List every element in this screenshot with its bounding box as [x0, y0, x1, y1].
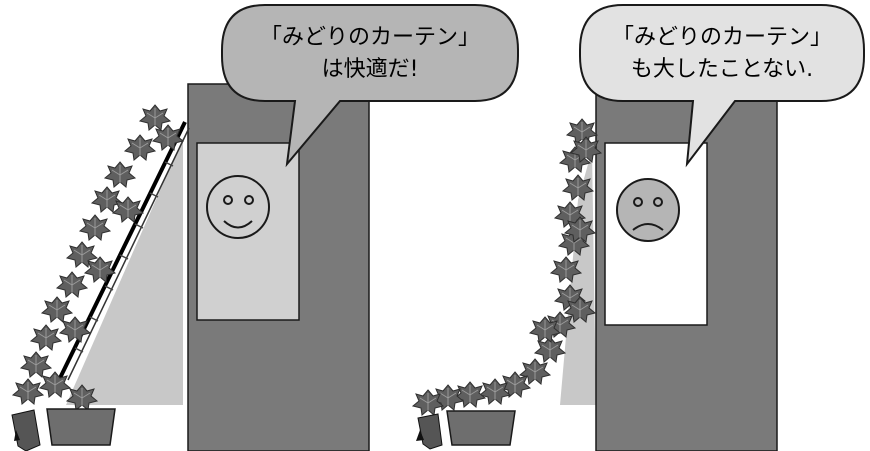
- right-speech-bubble: 「みどりのカーテン」 も大したことない.: [579, 4, 865, 168]
- right-watering-can-icon: [416, 413, 443, 450]
- left-speech-line-1: 「みどりのカーテン」: [260, 25, 480, 50]
- right-panel: [412, 83, 778, 451]
- left-shade: [66, 138, 183, 405]
- left-plant-pot: [46, 408, 116, 446]
- right-plant-pot: [446, 410, 516, 446]
- left-speech-line-2: は快適だ!: [322, 57, 419, 82]
- right-speech-line-2: も大したことない.: [631, 57, 813, 82]
- right-shade: [560, 150, 596, 405]
- left-panel: [11, 83, 370, 451]
- left-speech-bubble: 「みどりのカーテン」 は快適だ!: [221, 4, 519, 168]
- watering-can-icon: [11, 409, 41, 451]
- smiling-face-icon: [206, 175, 270, 239]
- left-window: [196, 142, 300, 321]
- frowning-face-icon: [616, 178, 680, 242]
- right-speech-line-1: 「みどりのカーテン」: [612, 25, 832, 50]
